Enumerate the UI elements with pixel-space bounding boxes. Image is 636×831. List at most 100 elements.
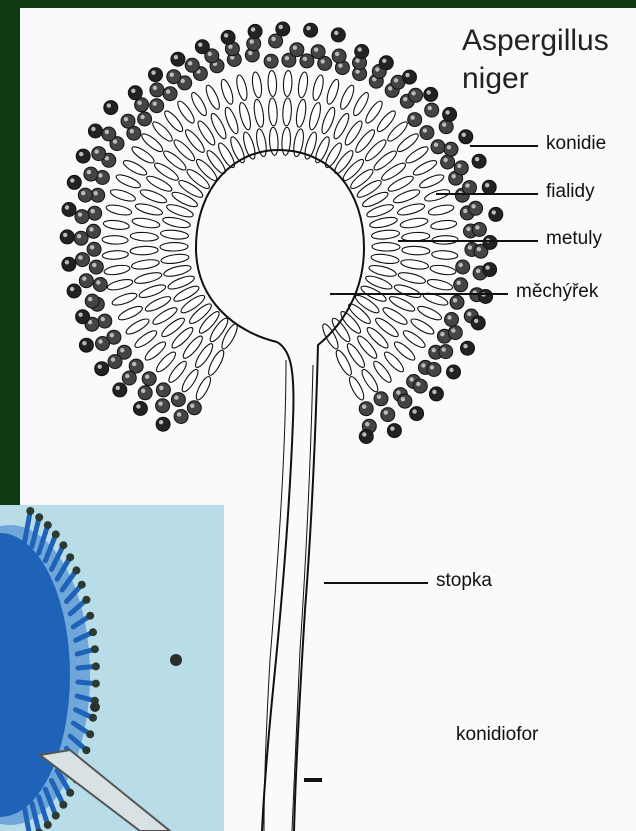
conidium [424, 87, 438, 101]
conidium [92, 147, 106, 161]
conidium-texture [105, 130, 109, 134]
conidium [290, 43, 304, 57]
conidium-texture [111, 357, 115, 361]
conidium [76, 149, 90, 163]
conidium-texture [457, 164, 461, 168]
conidium-texture [98, 365, 102, 369]
conidium-texture [153, 102, 157, 106]
cell [102, 250, 128, 260]
conidium-texture [468, 245, 472, 249]
conidium-texture [465, 183, 469, 187]
conidium [76, 253, 90, 267]
conidium-texture [120, 348, 124, 352]
title-species: niger [462, 60, 609, 98]
conidium-texture [89, 227, 93, 231]
conidium [387, 424, 401, 438]
photo-conidium [59, 801, 67, 809]
conidium [472, 154, 486, 168]
conidium-texture [396, 390, 400, 394]
conidium-texture [442, 347, 446, 351]
conidium [133, 402, 147, 416]
conidium [359, 430, 373, 444]
conidium [420, 126, 434, 140]
cell [134, 270, 163, 285]
conidium [84, 167, 98, 181]
conidium [429, 387, 443, 401]
conidium-texture [412, 409, 416, 413]
conidium-texture [303, 57, 307, 61]
conidium-texture [77, 234, 81, 238]
conidium-texture [78, 212, 82, 216]
conidium-texture [145, 375, 149, 379]
conidium-texture [471, 204, 475, 208]
conidium-texture [335, 52, 339, 56]
photo-conidium [86, 730, 94, 738]
conidium-texture [365, 422, 369, 426]
conidium-texture [375, 67, 379, 71]
conidium-texture [485, 265, 489, 269]
conidium-texture [476, 269, 480, 273]
conidium [359, 402, 373, 416]
conidium-texture [198, 43, 202, 47]
photo-conidium [82, 746, 90, 754]
conidium [121, 114, 135, 128]
conidium [331, 28, 345, 42]
conidium-texture [452, 174, 456, 178]
conidium [79, 274, 93, 288]
photo-conidium [72, 566, 80, 574]
photo-conidium [92, 662, 100, 670]
leader-stopka [324, 582, 428, 584]
conidium [413, 379, 427, 393]
conidium-texture [421, 363, 425, 367]
conidium [311, 45, 325, 59]
conidium-texture [321, 59, 325, 63]
conidium-texture [107, 103, 111, 107]
cell [371, 253, 400, 265]
conidium [248, 24, 262, 38]
cell [161, 253, 190, 265]
cell [430, 219, 457, 231]
conidium-texture [485, 183, 489, 187]
conidium-texture [151, 71, 155, 75]
conidium-texture [405, 73, 409, 77]
conidium-texture [78, 255, 82, 259]
conidium-texture [492, 210, 496, 214]
conidium [108, 355, 122, 369]
conidium [128, 86, 142, 100]
cell [106, 277, 133, 292]
conidium-texture [174, 395, 178, 399]
photo-conidium [91, 645, 99, 653]
conidium-texture [447, 315, 451, 319]
cell [325, 78, 341, 105]
conidium [76, 310, 90, 324]
cell [104, 264, 131, 276]
conidium-texture [355, 58, 359, 62]
conidium-texture [462, 133, 466, 137]
conidium-texture [442, 123, 446, 127]
cell [134, 202, 163, 218]
cell [130, 246, 158, 256]
conidium-texture [91, 127, 95, 131]
conidium [276, 22, 290, 36]
label-konidie: konidie [546, 133, 606, 155]
conidium-texture [440, 332, 444, 336]
conidium [171, 393, 185, 407]
cell [160, 229, 189, 240]
conidium-texture [124, 117, 128, 121]
cell [103, 219, 130, 231]
conidium-texture [463, 344, 467, 348]
conidium-texture [401, 397, 405, 401]
conidium [95, 362, 109, 376]
conidium-texture [279, 25, 283, 29]
cell [295, 99, 308, 128]
conidium [469, 201, 483, 215]
cell [307, 102, 322, 131]
cell [431, 250, 457, 260]
conidium-texture [130, 129, 134, 133]
conidium [88, 206, 102, 220]
conidium-texture [190, 404, 194, 408]
conidium-texture [132, 362, 136, 366]
cell [427, 203, 454, 217]
conidium [427, 363, 441, 377]
cell [369, 215, 398, 229]
